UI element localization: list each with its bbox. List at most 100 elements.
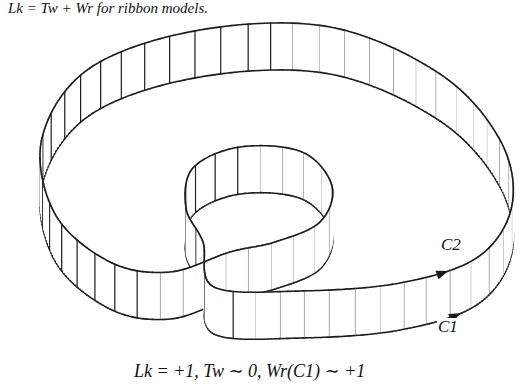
ribbon-segment bbox=[200, 29, 205, 77]
ribbon-segment bbox=[157, 273, 160, 320]
ribbon-segment bbox=[340, 29, 345, 77]
ribbon-segment bbox=[446, 271, 449, 319]
ribbon-face bbox=[200, 29, 205, 77]
ribbon-face bbox=[170, 35, 175, 83]
ribbon-segment bbox=[462, 264, 465, 312]
ribbon-rung bbox=[220, 27, 221, 74]
ribbon-edge bbox=[276, 69, 282, 71]
ribbon-segment bbox=[293, 23, 298, 70]
ribbon-face bbox=[72, 80, 75, 130]
ribbon-segment bbox=[259, 23, 265, 70]
ribbon-face bbox=[92, 252, 95, 301]
ribbon-edge bbox=[215, 73, 220, 75]
ribbon-face bbox=[243, 24, 249, 71]
ribbon-segment bbox=[298, 23, 303, 70]
ribbon-segment bbox=[190, 31, 195, 79]
ribbon-segment bbox=[180, 33, 185, 81]
ribbon-face bbox=[350, 32, 355, 80]
ribbon-face bbox=[453, 268, 456, 316]
ribbon-face bbox=[433, 69, 437, 118]
ribbon-segment bbox=[252, 146, 255, 193]
ribbon-rung bbox=[121, 52, 122, 99]
ribbon-face bbox=[135, 45, 140, 94]
ribbon-face bbox=[272, 146, 275, 193]
ribbon-rung bbox=[64, 92, 65, 139]
ribbon-face bbox=[145, 42, 150, 91]
ribbon-face bbox=[265, 23, 271, 70]
ribbon-face bbox=[412, 57, 416, 106]
ribbon-face bbox=[462, 264, 465, 312]
ribbon-rung bbox=[237, 147, 238, 194]
ribbon-segment bbox=[42, 132, 44, 182]
ribbon-face bbox=[416, 60, 420, 109]
ribbon-rung bbox=[49, 203, 50, 250]
ribbon-edge bbox=[221, 72, 226, 74]
ribbon-face bbox=[232, 25, 237, 73]
ribbon-face bbox=[157, 273, 160, 320]
ribbon-face bbox=[93, 64, 97, 113]
ribbon-face bbox=[261, 146, 264, 193]
ribbon-face bbox=[87, 68, 90, 117]
ribbon-edge bbox=[210, 27, 215, 29]
ribbon-segment bbox=[72, 80, 75, 130]
ribbon-face bbox=[315, 25, 320, 73]
ribbon-rung bbox=[137, 271, 138, 318]
ribbon-segment bbox=[135, 45, 140, 94]
ribbon-face bbox=[195, 164, 196, 212]
ribbon-face bbox=[75, 238, 77, 287]
ribbon-segment bbox=[215, 27, 220, 75]
ribbon-edge bbox=[190, 77, 195, 80]
ribbon-segment bbox=[205, 28, 210, 76]
ribbon-segment bbox=[447, 79, 450, 129]
ribbon-segment bbox=[443, 76, 446, 125]
ribbon-segment bbox=[195, 30, 200, 78]
ribbon-segment bbox=[429, 67, 433, 116]
ribbon-edge bbox=[226, 25, 231, 27]
ribbon-edge bbox=[254, 70, 260, 72]
ribbon-segment bbox=[385, 44, 390, 93]
ribbon-segment bbox=[160, 38, 165, 86]
ribbon-segment bbox=[145, 42, 150, 91]
ribbon-edge bbox=[293, 69, 298, 71]
ribbon-face bbox=[109, 55, 113, 104]
ribbon-segment bbox=[412, 57, 416, 106]
ribbon-rung bbox=[215, 154, 216, 201]
ribbon-face bbox=[254, 23, 260, 70]
ribbon-face bbox=[335, 28, 340, 76]
ribbon-face bbox=[465, 263, 468, 311]
ribbon-segment bbox=[416, 60, 420, 109]
ribbon-face bbox=[443, 76, 446, 125]
ribbon-face bbox=[365, 36, 370, 85]
ribbon-face bbox=[101, 59, 105, 108]
ribbon-face bbox=[460, 89, 463, 139]
ribbon-segment bbox=[272, 146, 275, 193]
ribbon-face bbox=[237, 25, 243, 73]
ribbon-face bbox=[355, 33, 360, 82]
ribbon-face bbox=[280, 147, 283, 194]
ribbon-edge bbox=[221, 25, 226, 27]
ribbon-edge bbox=[226, 72, 231, 74]
ribbon-segment bbox=[408, 55, 412, 104]
ribbon-segment bbox=[165, 36, 170, 84]
ribbon-face bbox=[399, 51, 404, 100]
ribbon-face bbox=[121, 50, 125, 99]
ribbon-face bbox=[360, 35, 365, 84]
ribbon-face bbox=[436, 72, 440, 121]
ribbon-face bbox=[185, 32, 190, 80]
ribbon-segment bbox=[450, 269, 453, 317]
ribbon-face bbox=[389, 46, 394, 95]
ribbon-segment bbox=[117, 52, 121, 101]
ribbon-segment bbox=[282, 23, 288, 70]
ribbon-face bbox=[75, 78, 78, 128]
ribbon-segment bbox=[112, 263, 114, 311]
ribbon-segment bbox=[436, 72, 440, 121]
ribbon-face bbox=[195, 30, 200, 78]
ribbon-edge bbox=[232, 71, 237, 73]
ribbon-segment bbox=[243, 24, 249, 71]
ribbon-edge bbox=[298, 23, 303, 25]
ribbon-face bbox=[287, 23, 293, 70]
ribbon-face bbox=[453, 84, 456, 134]
ribbon-edge bbox=[243, 70, 249, 72]
ribbon-segment bbox=[185, 32, 190, 80]
ribbon-face bbox=[282, 23, 288, 70]
